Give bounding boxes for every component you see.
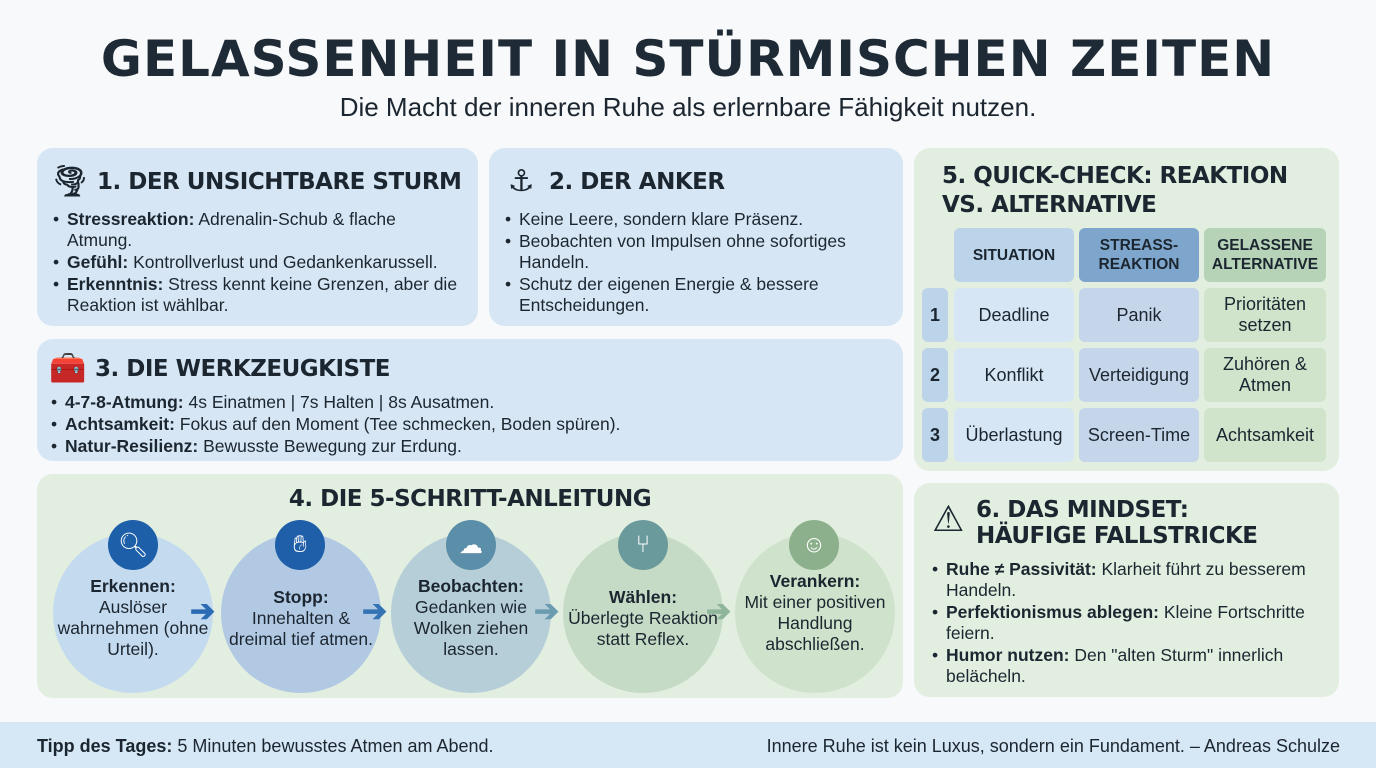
card-title: 1. DER UNSICHTBARE STURM <box>97 168 462 195</box>
card-title: 6. DAS MINDSET: <box>976 497 1189 523</box>
smiley-icon: ☺ <box>789 520 839 570</box>
arrow-icon: ➔ <box>706 595 732 628</box>
card-toolbox: 🧰 3. DIE WERKZEUGKISTE 4-7-8-Atmung: 4s E… <box>37 339 903 461</box>
row-number: 2 <box>922 348 948 402</box>
card-title: 3. DIE WERKZEUGKISTE <box>95 355 391 382</box>
table-cell: Achtsamkeit <box>1204 408 1326 462</box>
arrow-icon: ➔ <box>362 595 388 628</box>
table-cell: Panik <box>1079 288 1199 342</box>
footer: Tipp des Tages: 5 Minuten bewusstes Atme… <box>0 722 1376 768</box>
split-arrow-icon: ⑂ <box>618 520 668 570</box>
header-stress: STREASS- REAKTION <box>1079 228 1199 282</box>
page-subtitle: Die Macht der inneren Ruhe als erlernbar… <box>339 92 1037 122</box>
list-item: Humor nutzen: Den "alten Sturm" innerlic… <box>930 645 1327 687</box>
step-anchor: Verankern:Mit einer positiven Handlung a… <box>735 533 895 693</box>
card-invisible-storm: 🌪 1. DER UNSICHTBARE STURM Stressreaktion… <box>37 148 478 326</box>
page-title: GELASSENHEIT IN STÜRMISCHEN ZEITEN <box>100 30 1276 88</box>
list-item: 4-7-8-Atmung: 4s Einatmen | 7s Halten | … <box>49 392 889 413</box>
tornado-icon: 🌪 <box>51 164 89 199</box>
list-item: Beobachten von Impulsen ohne sofortiges … <box>503 231 889 273</box>
cloud-icon: ☁ <box>446 520 496 570</box>
table-cell: Prioritäten setzen <box>1204 288 1326 342</box>
card-title: 4. DIE 5-SCHRITT-ANLEITUNG <box>288 486 652 512</box>
search-icon: 🔍︎ <box>108 520 158 570</box>
list-item: Achtsamkeit: Fokus auf den Moment (Tee s… <box>49 414 889 435</box>
list-item: Schutz der eigenen Energie & bessere Ent… <box>503 274 889 316</box>
card-title: 2. DER ANKER <box>549 168 725 195</box>
table-cell: Überlastung <box>954 408 1074 462</box>
header-situation: SITUATION <box>954 228 1074 282</box>
card-mindset: ⚠ 6. DAS MINDSET:HÄUFIGE FALLSTRICKE Ruh… <box>914 483 1339 697</box>
anchor-icon: ⚓ <box>507 164 535 199</box>
list-item: Erkenntnis: Stress kennt keine Grenzen, … <box>51 274 464 316</box>
table-cell: Screen-Time <box>1079 408 1199 462</box>
tip-of-day: Tipp des Tages: 5 Minuten bewusstes Atme… <box>37 736 494 756</box>
table-cell: Zuhören & Atmen <box>1204 348 1326 402</box>
list-item: Perfektionismus ablegen: Kleine Fortschr… <box>930 602 1327 644</box>
table-cell: Verteidigung <box>1079 348 1199 402</box>
toolbox-icon: 🧰 <box>49 351 86 386</box>
arrow-icon: ➔ <box>190 595 216 628</box>
card-anchor: ⚓ 2. DER ANKER Keine Leere, sondern klare… <box>489 148 903 326</box>
table-cell: Deadline <box>954 288 1074 342</box>
quote: Innere Ruhe ist kein Luxus, sondern ein … <box>766 736 1340 756</box>
list-item: Ruhe ≠ Passivität: Klarheit führt zu bes… <box>930 559 1327 601</box>
header-alternative: GELASSENE ALTERNATIVE <box>1204 228 1326 282</box>
row-number: 1 <box>922 288 948 342</box>
card-title: 5. QUICK-CHECK: REAKTION VS. ALTERNATIVE <box>942 163 1288 218</box>
table-cell: Konflikt <box>954 348 1074 402</box>
list-item: Keine Leere, sondern klare Präsenz. <box>503 209 889 230</box>
row-number: 3 <box>922 408 948 462</box>
card-title-line2: HÄUFIGE FALLSTRICKE <box>976 523 1258 549</box>
warning-icon: ⚠ <box>932 499 964 540</box>
list-item: Gefühl: Kontrollverlust und Gedankenkaru… <box>51 252 464 273</box>
arrow-icon: ➔ <box>534 595 560 628</box>
list-item: Natur-Resilienz: Bewusste Bewegung zur E… <box>49 436 889 457</box>
list-item: Stressreaktion: Adrenalin-Schub & flache… <box>51 209 464 251</box>
hand-stop-icon: ✋︎ <box>275 520 325 570</box>
step-recognize: Erkennen:Auslöser wahrnehmen (ohne Urtei… <box>53 533 213 693</box>
